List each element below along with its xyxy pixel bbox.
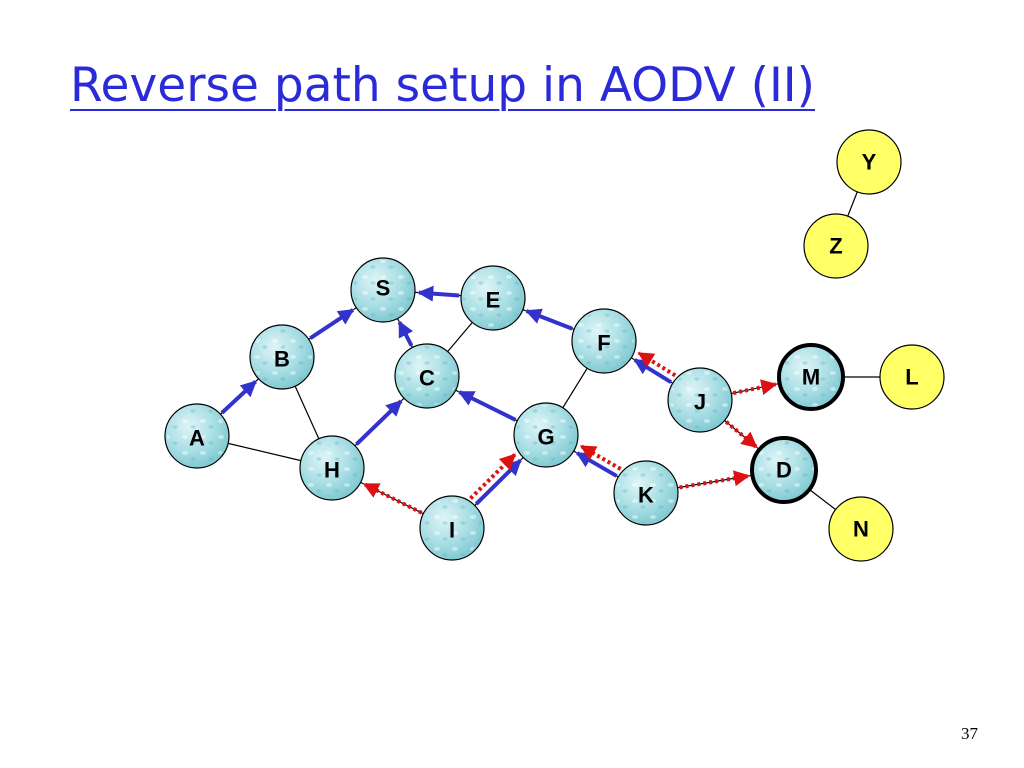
node-E: E <box>460 265 526 331</box>
node-texture-J <box>670 370 730 430</box>
node-S: S <box>350 257 416 323</box>
arrows-layer <box>220 285 778 515</box>
reverse-path-arrow-G-C <box>457 390 517 422</box>
node-label-B: B <box>274 347 290 372</box>
node-M: M <box>777 343 845 411</box>
node-B: B <box>249 324 315 390</box>
node-label-A: A <box>189 426 205 451</box>
forwarded-rreq-arrow-J-M <box>732 379 778 396</box>
reverse-path-arrow-H-C <box>355 399 403 446</box>
reverse-path-arrow-I-G <box>474 458 522 506</box>
reverse-path-arrow-C-S <box>397 320 414 347</box>
nodes-layer: S E B C F A H G J I K M D Y Z L N <box>164 129 945 562</box>
node-label-H: H <box>324 458 340 483</box>
forwarded-rreq-arrow-I-H <box>362 482 423 515</box>
node-I: I <box>419 495 485 561</box>
reverse-path-arrow-B-S <box>309 308 355 340</box>
node-F: F <box>571 308 637 374</box>
node-texture-A <box>167 406 227 466</box>
reverse-path-arrow-A-B <box>220 380 257 415</box>
node-label-E: E <box>486 288 501 313</box>
node-texture-S <box>353 260 413 320</box>
reverse-path-arrow-F-E <box>525 308 574 331</box>
page-number: 37 <box>961 724 978 743</box>
node-texture-G <box>516 405 576 465</box>
node-label-S: S <box>376 276 391 301</box>
node-label-L: L <box>905 365 918 390</box>
forwarded-rreq-arrow-I-G <box>469 453 517 500</box>
node-L: L <box>879 344 945 410</box>
node-label-N: N <box>853 517 869 542</box>
node-A: A <box>164 403 230 469</box>
node-label-M: M <box>802 365 820 390</box>
forwarded-rreq-arrow-J-D <box>724 420 758 449</box>
node-circle-Y <box>836 129 902 195</box>
node-texture-K <box>616 463 676 523</box>
node-texture-F <box>574 311 634 371</box>
node-label-C: C <box>419 366 435 391</box>
node-circle-Z <box>803 213 869 279</box>
node-C: C <box>394 343 460 409</box>
node-label-I: I <box>449 518 455 543</box>
node-texture-D <box>754 440 814 500</box>
node-texture-C <box>397 346 457 406</box>
node-label-K: K <box>638 483 654 508</box>
node-Z: Z <box>803 213 869 279</box>
forwarded-rreq-arrow-K-G <box>579 444 622 471</box>
node-label-G: G <box>537 425 554 450</box>
node-N: N <box>828 496 894 562</box>
node-circle-N <box>828 496 894 562</box>
node-label-J: J <box>694 390 706 415</box>
node-label-Z: Z <box>829 234 842 259</box>
node-texture-H <box>302 438 362 498</box>
node-J: J <box>667 367 733 433</box>
node-Y: Y <box>836 129 902 195</box>
node-texture-M <box>781 347 841 407</box>
node-G: G <box>513 402 579 468</box>
node-texture-I <box>422 498 482 558</box>
node-circle-L <box>879 344 945 410</box>
slide-title: Reverse path setup in AODV (II) <box>70 58 816 113</box>
node-label-Y: Y <box>862 150 877 175</box>
node-D: D <box>750 436 818 504</box>
node-texture-B <box>252 327 312 387</box>
forwarded-rreq-arrow-J-F <box>637 351 677 378</box>
node-H: H <box>299 435 365 501</box>
node-label-F: F <box>597 331 610 356</box>
reverse-path-arrow-E-S <box>417 285 460 302</box>
node-K: K <box>613 460 679 526</box>
node-label-D: D <box>776 458 792 483</box>
node-texture-E <box>463 268 523 328</box>
